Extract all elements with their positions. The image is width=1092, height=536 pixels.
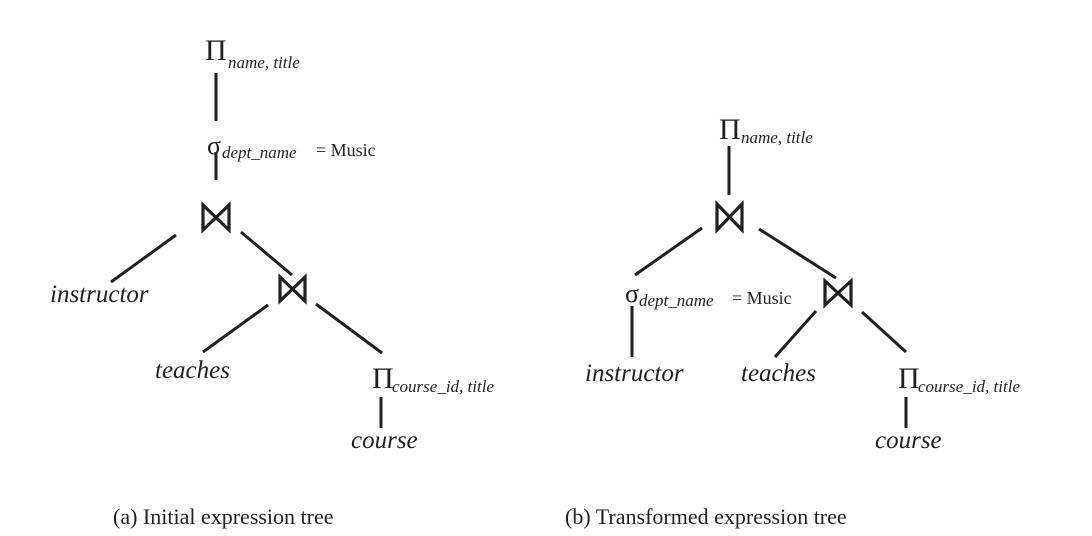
b-projection-symbol: Π bbox=[719, 113, 741, 146]
a-selection-attribute: dept_name bbox=[222, 143, 297, 162]
a-join-top-node bbox=[201, 201, 231, 234]
b-instructor-relation: instructor bbox=[585, 360, 684, 387]
a-edge-innerjoin-teaches bbox=[202, 303, 269, 354]
a-join-inner-bowtie-icon bbox=[278, 273, 307, 305]
a-teaches-relation: teaches bbox=[155, 357, 230, 384]
b-course-projection-node: Π course_id, title bbox=[898, 362, 1020, 396]
a-course-relation: course bbox=[351, 427, 418, 454]
a-projection-symbol: Π bbox=[205, 34, 227, 67]
a-course-projection-node: Π course_id, title bbox=[372, 362, 494, 396]
b-edge-innerjoin-teaches bbox=[773, 310, 818, 358]
b-teaches-relation: teaches bbox=[741, 360, 816, 387]
a-course-projection-subscript: course_id, title bbox=[392, 377, 494, 396]
b-course-projection-symbol: Π bbox=[898, 362, 920, 395]
b-join-inner-node bbox=[823, 277, 853, 309]
b-root-projection-node: Π name, title bbox=[719, 113, 813, 147]
a-selection-condition: = Music bbox=[316, 140, 376, 160]
a-edge-join-innerjoin bbox=[240, 230, 293, 277]
a-edge-innerjoin-projection bbox=[315, 302, 383, 355]
b-course-relation: course bbox=[875, 427, 942, 454]
b-selection-symbol: σ bbox=[625, 279, 639, 308]
a-join-inner-node bbox=[278, 273, 307, 305]
b-selection-attribute: dept_name bbox=[639, 291, 714, 310]
b-selection-condition: = Music bbox=[732, 288, 792, 308]
a-course-projection-symbol: Π bbox=[372, 362, 394, 395]
a-instructor-relation: instructor bbox=[50, 281, 149, 308]
b-edge-join-selection bbox=[634, 226, 703, 277]
b-selection-node: σ dept_name = Music bbox=[625, 279, 792, 310]
b-edge-innerjoin-projection bbox=[860, 310, 908, 354]
b-edge-join-innerjoin bbox=[758, 227, 837, 280]
b-course-projection-subscript: course_id, title bbox=[918, 377, 1020, 396]
caption-a: (a) Initial expression tree bbox=[113, 504, 334, 529]
a-projection-subscript: name, title bbox=[228, 53, 300, 72]
b-projection-subscript: name, title bbox=[741, 128, 813, 147]
panel-a-initial-tree: Π name, title σ dept_name = Music instru… bbox=[50, 34, 494, 454]
b-join-inner-bowtie-icon bbox=[823, 277, 853, 309]
a-selection-node: σ dept_name = Music bbox=[207, 131, 376, 162]
panel-b-transformed-tree: Π name, title σ dept_name = Music instru… bbox=[585, 113, 1020, 454]
a-selection-symbol: σ bbox=[207, 131, 221, 160]
b-join-top-node bbox=[715, 200, 744, 234]
a-root-projection-node: Π name, title bbox=[205, 34, 300, 72]
caption-b: (b) Transformed expression tree bbox=[565, 504, 847, 529]
a-edge-join-instructor bbox=[110, 233, 177, 284]
a-join-top-bowtie-icon bbox=[201, 201, 231, 234]
b-join-top-bowtie-icon bbox=[715, 200, 744, 234]
